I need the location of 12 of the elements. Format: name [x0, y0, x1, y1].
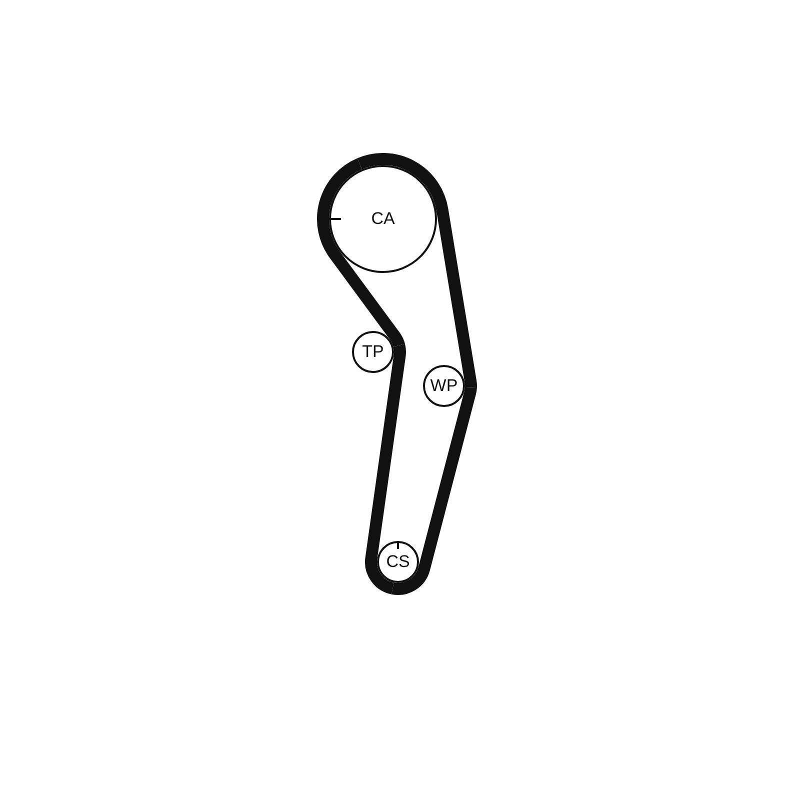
pulley [423, 365, 465, 407]
pulley-label: CS [386, 553, 410, 571]
belt-segment [358, 153, 477, 388]
pulley-label: WP [430, 377, 458, 395]
pulley-label: TP [362, 343, 384, 361]
belt-segment [365, 344, 406, 594]
pulley [329, 165, 437, 273]
belt-segment [317, 158, 405, 348]
belt-segment [392, 386, 477, 595]
pulley [377, 541, 419, 583]
pulley [352, 331, 394, 373]
pulley-label: CA [371, 210, 395, 228]
